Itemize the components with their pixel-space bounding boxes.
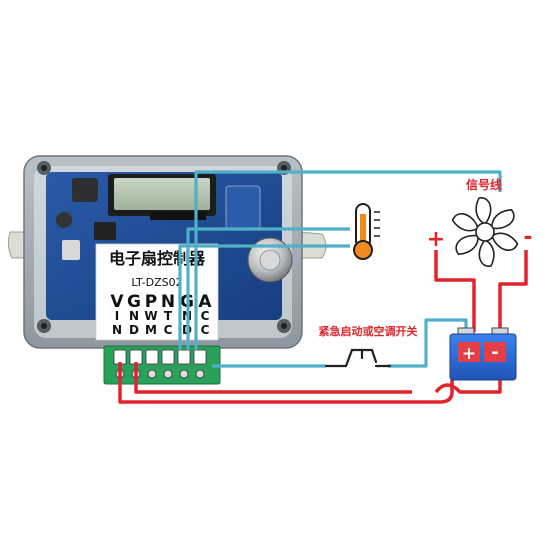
signal-line-label: 信号线 [466,177,502,192]
fan-blade [490,232,519,251]
pin-label-sub: N [129,309,139,323]
terminal-slot [193,349,207,365]
fan-blade [455,234,479,256]
signal-wires [178,170,502,368]
pin-label-sub: T [164,309,173,323]
device-label-sticker [95,243,219,341]
battery-plus-sign: + [462,344,476,364]
battery-icon [449,327,517,381]
power-wires [118,250,528,404]
pin-label-sub: M [145,323,157,337]
fan-plus-sign: + [427,227,445,252]
terminal-slot [129,349,143,365]
pin-label-sub: C [164,323,173,337]
pin-label-sub: D [129,323,139,337]
fan-minus-sign: - [523,225,532,250]
pin-label-top: A [198,292,212,312]
switch-icon [324,348,392,368]
terminal-screw [163,369,173,379]
pin-label-sub: C [201,309,210,323]
controller-enclosure [23,155,303,349]
terminal-slot [145,349,159,365]
device-title: 电子扇控制器 [109,249,206,268]
thermometer-icon [353,203,380,260]
terminal-slot [161,349,175,365]
pin-label-sub: W [144,309,157,323]
fan-icon [451,197,519,267]
fan-blade [451,213,480,232]
terminal-slot [113,349,127,365]
terminal-slot [177,349,191,365]
fan-blade [491,208,515,230]
pin-label-top: P [145,292,157,312]
pin-label-sub: I [115,309,119,323]
fan-blade [475,197,492,225]
terminal-screw [179,369,189,379]
battery-minus-sign: - [491,342,498,363]
pin-label-sub: C [201,323,210,337]
device-model: LT-DZS02 [131,276,182,289]
pin-label-top: V [110,292,124,312]
terminal-screw [195,369,205,379]
fan-blade [478,239,495,267]
switch-label: 紧急启动或空调开关 [319,324,418,338]
pin-label-top: G [127,292,141,312]
pin-label-top: N [161,292,175,312]
pin-label-sub: N [112,323,122,337]
terminal-block [103,345,221,385]
terminal-screw [147,369,157,379]
